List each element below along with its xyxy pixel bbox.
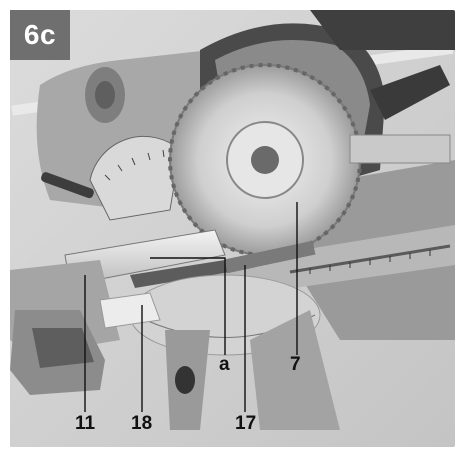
upper-handle [310,10,455,50]
callout-11: 11 [75,413,96,434]
miter-saw-illustration [10,10,455,447]
lower-base [250,310,340,430]
right-fence [349,134,451,164]
bevel-ticks [104,149,165,181]
motor-knob [95,81,115,109]
bevel-lever [41,172,94,199]
leader-lines [84,202,298,412]
foot-recess [32,328,94,368]
figure-badge: 6c [10,10,70,60]
guard-arm [370,65,450,120]
front-knob [175,366,195,394]
scale-ticks [309,250,431,274]
arbor-bolt [251,146,279,174]
callout-7: 7 [290,354,301,375]
table-insert [99,292,161,329]
callout-17: 17 [235,413,257,434]
extension-rod [224,240,316,274]
callout-18: 18 [131,413,153,434]
callout-a: a [219,354,230,375]
clamp-bar [130,260,230,288]
miter-saw-drawing [10,10,455,447]
